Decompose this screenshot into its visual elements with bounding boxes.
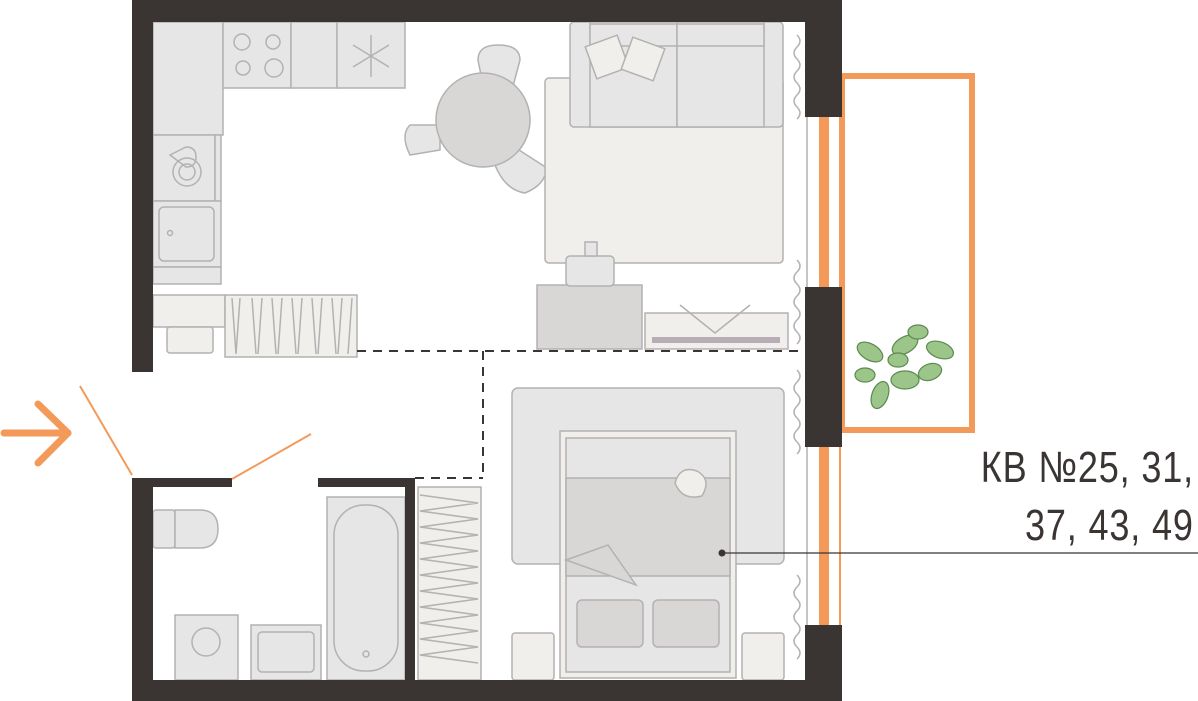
window-1: [806, 117, 841, 287]
zone-divider: [357, 350, 805, 479]
apartment-numbers-line2: 37, 43, 49: [1025, 501, 1194, 550]
stove-icon: [233, 33, 284, 78]
entrance-arrow-icon: [0, 400, 72, 467]
nightstand: [511, 632, 555, 681]
window-2: [806, 447, 841, 625]
washing-machine-icon: [168, 146, 202, 187]
plant-icon: [854, 324, 955, 410]
kitchen-counter: [152, 21, 406, 354]
bathroom-door-swing: [231, 433, 312, 480]
curtain: [793, 34, 801, 660]
tv-stand: [536, 241, 789, 350]
dining-table: [404, 44, 548, 194]
cat-icon: [674, 468, 707, 498]
walls: [132, 0, 842, 701]
entrance-door-swing: [79, 385, 133, 476]
freezer-snowflake-icon: [352, 35, 390, 77]
balcony-outline: [839, 73, 975, 433]
bed: [511, 387, 785, 679]
label-pointer-dot: [718, 549, 726, 557]
apartment-numbers-line1: КВ №25, 31,: [980, 443, 1194, 492]
wardrobe: [224, 294, 358, 358]
nightstand: [741, 632, 785, 681]
bathroom-fixtures: [152, 486, 482, 681]
sofa: [544, 21, 784, 264]
